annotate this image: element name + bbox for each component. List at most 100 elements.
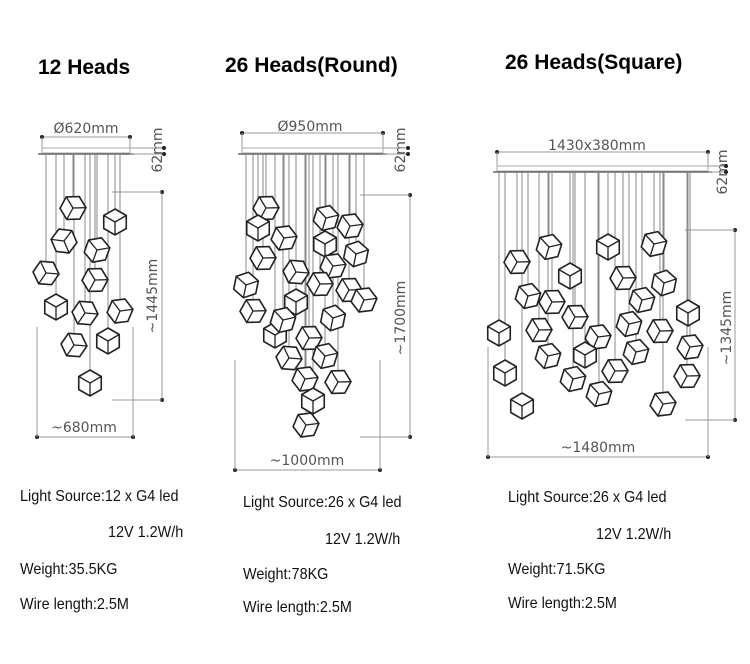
weight: Weight:71.5KG <box>508 561 606 578</box>
cube-edge <box>649 243 655 257</box>
cube-edge <box>509 250 518 263</box>
cube-edge <box>246 220 259 229</box>
cube-edge <box>288 357 303 360</box>
cube-edge <box>332 313 346 319</box>
cube-edge <box>594 393 600 407</box>
cube-edge <box>663 278 677 284</box>
cube-edge <box>493 365 506 374</box>
cube-pendant-icon <box>622 338 650 366</box>
cube-pendant-icon <box>50 228 78 254</box>
cube-edge <box>242 284 247 298</box>
cube-edge <box>596 239 609 248</box>
cube-pendant-icon <box>561 304 589 330</box>
cube-edge <box>258 196 267 209</box>
cube-edge <box>312 393 325 402</box>
cube-edge <box>558 268 571 277</box>
cube-edge <box>282 345 290 359</box>
cube-edge <box>44 299 57 308</box>
cube-pendant-icon <box>232 271 260 299</box>
cube-edge <box>548 243 562 248</box>
cube-edge <box>305 422 319 426</box>
cube-edge <box>302 337 310 350</box>
cube-edge <box>89 375 102 384</box>
cube-edge <box>88 279 96 292</box>
cube-pendant-icon <box>509 392 535 420</box>
cube-edge <box>521 398 534 407</box>
drop-height: ~1700mm <box>393 281 409 356</box>
cube-edge <box>637 299 643 313</box>
cube-pendant-icon <box>32 260 60 286</box>
cube-pendant-icon <box>673 363 701 389</box>
cube-edge <box>358 299 365 313</box>
cube-edge <box>315 346 326 357</box>
cube-pendant-icon <box>83 236 111 264</box>
dimension-dot <box>406 152 410 156</box>
cube-pendant-icon <box>283 288 309 316</box>
power: 12V 1.2W/h <box>596 526 672 543</box>
cube-edge <box>88 239 98 251</box>
diagram-26-heads-round: Ø950mm 62mm ~1700mm ~1000mm <box>232 119 412 472</box>
cube-edge <box>626 342 637 353</box>
dimension-dot <box>724 170 728 174</box>
cube-pendant-icon <box>102 208 128 236</box>
cube-edge <box>545 301 553 314</box>
cube-pendant-icon <box>300 387 326 415</box>
cube-pendant-icon <box>601 358 629 384</box>
cube-pendant-icon <box>538 289 566 315</box>
cube-edge <box>589 326 599 338</box>
cube-edge <box>544 246 550 260</box>
cube-edge <box>342 289 350 302</box>
canopy <box>41 147 131 154</box>
cube-edge <box>295 271 310 274</box>
cube-edge <box>532 329 540 342</box>
cube-edge <box>55 299 68 308</box>
weight: Weight:35.5KG <box>20 561 118 578</box>
cube-edge <box>263 327 276 336</box>
cube-pendant-icon <box>95 327 121 355</box>
cube-edge <box>96 247 110 251</box>
canopy <box>241 147 384 154</box>
cube-edge <box>282 316 296 321</box>
cube-pendant-icon <box>650 269 678 297</box>
cube-edge <box>324 236 337 245</box>
cube-pendant-icon <box>676 334 704 360</box>
cube-edge <box>608 370 616 383</box>
cube-edge <box>313 283 321 296</box>
cube-edge <box>284 294 297 303</box>
cube-edge <box>523 295 529 309</box>
cube-pendant-icon <box>675 299 701 327</box>
cube-edge <box>619 314 630 325</box>
cube-edge <box>296 368 306 380</box>
cube-edge <box>301 326 310 339</box>
cube-edge <box>65 196 74 209</box>
cube-edge <box>518 286 529 297</box>
cube-edge <box>632 290 643 301</box>
cube-edge <box>679 364 688 377</box>
cube-pendant-icon <box>312 204 340 232</box>
cube-edge <box>547 352 561 357</box>
cube-pendant-icon <box>249 245 277 271</box>
cube-edge <box>103 214 116 223</box>
cube-edge <box>325 214 339 219</box>
cube-edge <box>330 370 339 383</box>
cube-edge <box>584 347 597 356</box>
cube-edge <box>332 263 346 267</box>
cube-edge <box>644 234 655 245</box>
dimension-dot <box>162 152 166 156</box>
cube-edge <box>324 352 338 357</box>
drop-height: ~1345mm <box>719 291 735 366</box>
cube-edge <box>245 280 259 286</box>
cube-edge <box>355 289 365 301</box>
cube-edge <box>569 268 582 277</box>
cube-pendant-icon <box>350 287 378 313</box>
cube-edge <box>341 278 350 291</box>
cube-edge <box>96 333 109 342</box>
cube-edge <box>662 401 676 405</box>
cube-pendant-icon <box>106 298 134 324</box>
cube-edge <box>628 320 642 325</box>
cube-pendant-icon <box>275 345 303 371</box>
cube-edge <box>78 375 91 384</box>
cube-pendant-icon <box>81 267 109 293</box>
cube-edge <box>676 305 689 314</box>
cube-pendant-icon <box>311 342 339 370</box>
